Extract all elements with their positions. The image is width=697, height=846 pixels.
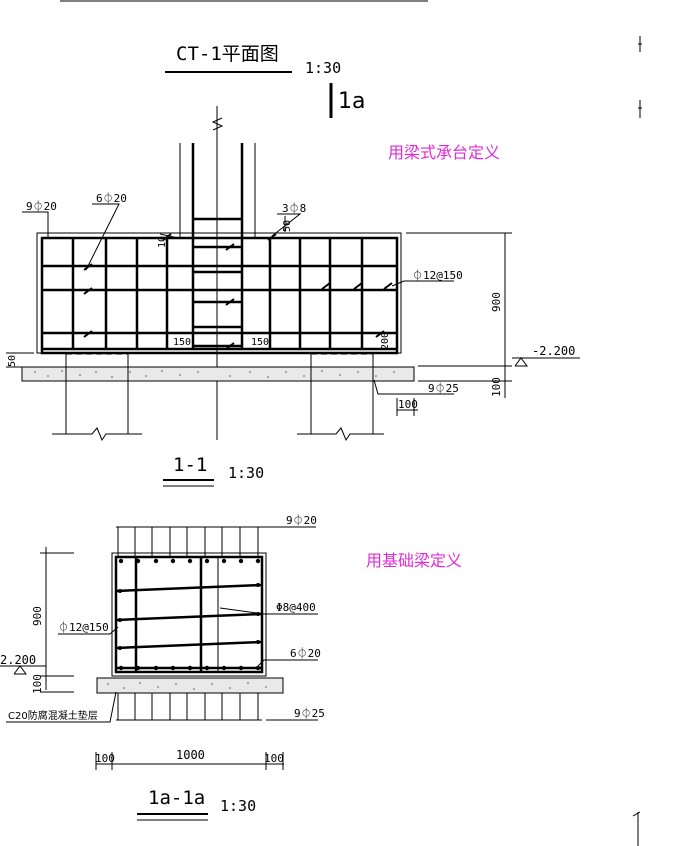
label-dim-10: 10 <box>157 236 168 248</box>
label-column-bars: 3⏀8 <box>282 201 306 215</box>
label-bottom-bars-1: 9⏀25 <box>428 381 459 395</box>
section-1a-drawing <box>96 526 284 721</box>
label-elevation-1: -2.200 <box>532 344 575 358</box>
section-1-scale: 1:30 <box>228 464 264 482</box>
label-cover-50: 50 <box>7 355 18 367</box>
label-ties-1a: Φ8@400 <box>276 601 316 614</box>
section-1-cushion-hatch <box>34 370 395 378</box>
section-1a-scale: 1:30 <box>220 797 256 815</box>
label-side-bars-1: 6⏀20 <box>96 191 127 205</box>
label-top-bars-1a: 9⏀20 <box>286 513 317 527</box>
label-height-1: 900 <box>490 292 503 312</box>
label-dim-50: 50 <box>282 220 293 232</box>
plan-scale: 1:30 <box>305 59 341 77</box>
label-cushion-1: 100 <box>490 377 503 397</box>
label-width-1a: 1000 <box>176 748 205 762</box>
section-1-leaders <box>6 203 580 416</box>
section-1a-cushion-hatch <box>107 682 267 690</box>
section-1a-title: 1a-1a <box>148 787 205 809</box>
label-side-bars-1a: 6⏀20 <box>290 646 321 660</box>
note-section-1: 用梁式承台定义 <box>388 143 500 162</box>
label-bottom-bars-1a: 9⏀25 <box>294 706 325 720</box>
label-height-1a: 900 <box>31 606 44 626</box>
label-dim-150-right: 150 <box>251 337 269 348</box>
section-marker-label: 1a <box>338 89 365 114</box>
label-elevation-1a: 2.200 <box>0 653 36 667</box>
edge-marks <box>632 36 642 846</box>
section-1a-leaders <box>0 526 318 770</box>
section-1-drawing <box>21 106 415 442</box>
plan-title: CT-1平面图 <box>176 43 279 65</box>
label-offset-100: 100 <box>398 398 418 411</box>
label-right-100: 100 <box>264 752 284 765</box>
label-dim-200: 200 <box>380 332 391 350</box>
label-cushion-1a: 100 <box>31 674 44 694</box>
label-stirrups-1a: ⏀12@150 <box>58 620 109 634</box>
label-left-100: 100 <box>95 752 115 765</box>
label-stirrups-1: ⏀12@150 <box>412 268 463 282</box>
section-1-title: 1-1 <box>173 454 207 476</box>
label-cushion-note: C20防腐混凝土垫层 <box>8 709 98 722</box>
note-section-1a: 用基础梁定义 <box>366 551 462 570</box>
label-top-bars-1: 9⏀20 <box>26 199 57 213</box>
label-dim-150-left: 150 <box>173 337 191 348</box>
